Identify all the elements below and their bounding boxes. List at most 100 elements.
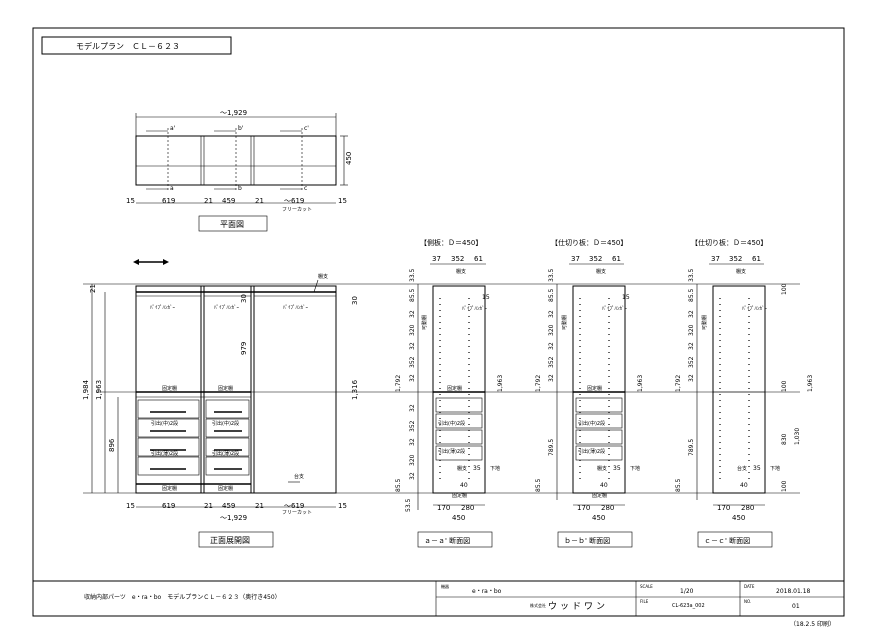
- section-c-base: 下地: [770, 465, 780, 472]
- front-bdim-21b: 21: [255, 502, 264, 510]
- plan-dim-15-left: 15: [126, 197, 135, 205]
- tb-company-label: 株式会社: [530, 602, 546, 608]
- section-c-ld-32c: 32: [688, 374, 695, 382]
- title-box: [41, 36, 232, 55]
- section-b-drawer-mid: 引出(中)2段: [578, 420, 605, 427]
- tb-date: 2018.01.18: [776, 588, 811, 595]
- front-elevation: ﾊﾟｲﾌﾟﾊﾝｶﾞｰ ﾊﾟｲﾌﾟﾊﾝｶﾞｰ ﾊﾟｲﾌﾟﾊﾝｶﾞｰ 棚支 固定棚 …: [82, 273, 800, 548]
- front-dim-1316: 1,316: [351, 379, 359, 400]
- section-c-heading: 【仕切り板：Ｄ＝450】: [691, 238, 767, 247]
- section-a-ld-352a: 352: [409, 356, 416, 368]
- front-dim-21: 21: [89, 284, 97, 293]
- section-b-bd-170: 170: [577, 504, 590, 512]
- section-c-rd-100a: 100: [781, 283, 788, 295]
- section-a-ld-32a: 32: [409, 310, 416, 318]
- section-c-movable: 可動棚: [701, 315, 708, 330]
- front-dim-979: 979: [240, 342, 248, 355]
- sheet-border: [32, 27, 845, 617]
- section-c-rd-1030: 1,030: [794, 428, 801, 445]
- section-b-top-61: 61: [612, 255, 621, 263]
- section-b: 【仕切り板：Ｄ＝450】 37 352 61 引出(中)2段 引出(薄)2段 固…: [535, 238, 644, 548]
- section-c-bd-450: 450: [732, 514, 745, 522]
- section-a-rd-1963: 1,963: [497, 375, 504, 392]
- tb-scale: 1/20: [680, 588, 694, 595]
- section-a-floor: 棚支: [457, 465, 467, 472]
- section-a-ld-855b: 85.5: [395, 478, 402, 492]
- section-a-drawer-mid: 引出(中)2段: [438, 420, 465, 427]
- section-c-rd-830: 830: [781, 433, 788, 445]
- section-c-ld-1792: 1,792: [675, 375, 682, 392]
- tb-series-label: 機器: [441, 583, 449, 589]
- section-c-top-352: 352: [729, 255, 742, 263]
- title-block: 収納内部パーツ e・ra・bo モデルプランＣＬ－６２３（奥行き450） 機器 …: [33, 580, 844, 628]
- section-b-rd-15: 15: [622, 294, 630, 301]
- section-c-ld-7895: 789.5: [688, 439, 695, 456]
- top-support-label: 棚支: [318, 273, 328, 280]
- section-b-base: 下地: [630, 465, 640, 472]
- section-a-base-shelf: 固定棚: [452, 492, 467, 499]
- tb-company: ウッドワン: [548, 601, 608, 612]
- plan-dim-free: ～619: [284, 197, 304, 205]
- section-a-bd-280: 280: [461, 504, 474, 512]
- section-b-n40: 40: [600, 482, 608, 489]
- front-overall-width: ～1,929: [220, 514, 247, 522]
- section-a-bd-170: 170: [437, 504, 450, 512]
- tb-description: 収納内部パーツ e・ra・bo モデルプランＣＬ－６２３（奥行き450）: [84, 593, 281, 601]
- section-b-top-352: 352: [589, 255, 602, 263]
- hanger-label-2: ﾊﾟｲﾌﾟﾊﾝｶﾞｰ: [214, 304, 240, 311]
- section-b-fixed: 固定棚: [587, 385, 602, 392]
- section-a-ld-352b: 352: [409, 420, 416, 432]
- section-b-floor: 棚支: [597, 465, 607, 472]
- section-b-bd-280: 280: [601, 504, 614, 512]
- section-b-hanger: ﾊﾟｲﾌﾟﾊﾝｶﾞｰ: [602, 305, 628, 312]
- section-b-support: 棚支: [596, 268, 606, 275]
- section-a-ld-855: 85.5: [409, 288, 416, 302]
- section-a-n40: 40: [460, 482, 468, 489]
- drawer-thin-label-1: 引出(薄)2段: [151, 450, 178, 457]
- section-c-ld-32b: 32: [688, 342, 695, 350]
- section-a-ld-335: 33.5: [409, 268, 416, 282]
- front-dim-30a: 30: [240, 294, 248, 303]
- section-b-heading: 【仕切り板：Ｄ＝450】: [551, 238, 627, 247]
- section-b-ld-855b: 85.5: [535, 478, 542, 492]
- section-a-ld-32b: 32: [409, 342, 416, 350]
- section-a-base: 下地: [490, 465, 500, 472]
- front-dim-30b: 30: [351, 296, 359, 305]
- drawer-mid-label-1: 引出(中)2段: [151, 420, 178, 427]
- plan-label: 平面図: [220, 220, 244, 229]
- section-c-top-37: 37: [711, 255, 720, 263]
- section-b-movable: 可動棚: [561, 315, 568, 330]
- section-a-top-37: 37: [432, 255, 441, 263]
- title-text: モデルプラン ＣＬ－６２３: [76, 41, 180, 51]
- section-b-drawer-thin: 引出(薄)2段: [578, 448, 605, 455]
- section-b-ld-32b: 32: [548, 342, 555, 350]
- section-c-ld-320: 320: [688, 324, 695, 336]
- front-bdim-459: 459: [222, 502, 235, 510]
- section-c-ld-32a: 32: [688, 310, 695, 318]
- section-b-label: ｂ－ｂ' 断面図: [564, 536, 610, 545]
- arrow-a-prime: a': [170, 125, 176, 132]
- section-a: 【側板：Ｄ＝450】 37 352 61 引出(中)2段 引出(薄)2段 固定棚…: [395, 238, 504, 548]
- arrow-c: c: [304, 185, 307, 192]
- section-b-ld-7895: 789.5: [548, 439, 555, 456]
- front-free-cut: フリーカット: [282, 510, 312, 516]
- section-b-ld-335: 33.5: [548, 268, 555, 282]
- arrow-a: a: [170, 185, 174, 192]
- section-c-ld-855: 85.5: [688, 288, 695, 302]
- arrow-b: b: [238, 185, 242, 192]
- scroll-arrow-icon: [133, 259, 169, 265]
- section-a-ld-320b: 320: [409, 454, 416, 466]
- front-dim-1963: 1,963: [95, 380, 103, 400]
- base-shelf-label-1: 固定棚: [162, 485, 177, 492]
- section-b-n35: 35: [613, 465, 621, 472]
- section-c-support: 棚支: [736, 268, 746, 275]
- tb-footer: （18.2.5 印刷）: [790, 620, 835, 628]
- hanger-label-3: ﾊﾟｲﾌﾟﾊﾝｶﾞｰ: [283, 304, 309, 311]
- section-a-top-61: 61: [474, 255, 483, 263]
- front-label: 正面展開図: [210, 536, 250, 545]
- section-c-top-61: 61: [752, 255, 761, 263]
- section-a-heading: 【側板：Ｄ＝450】: [420, 238, 482, 247]
- section-a-rd-15: 15: [482, 294, 490, 301]
- section-b-ld-855: 85.5: [548, 288, 555, 302]
